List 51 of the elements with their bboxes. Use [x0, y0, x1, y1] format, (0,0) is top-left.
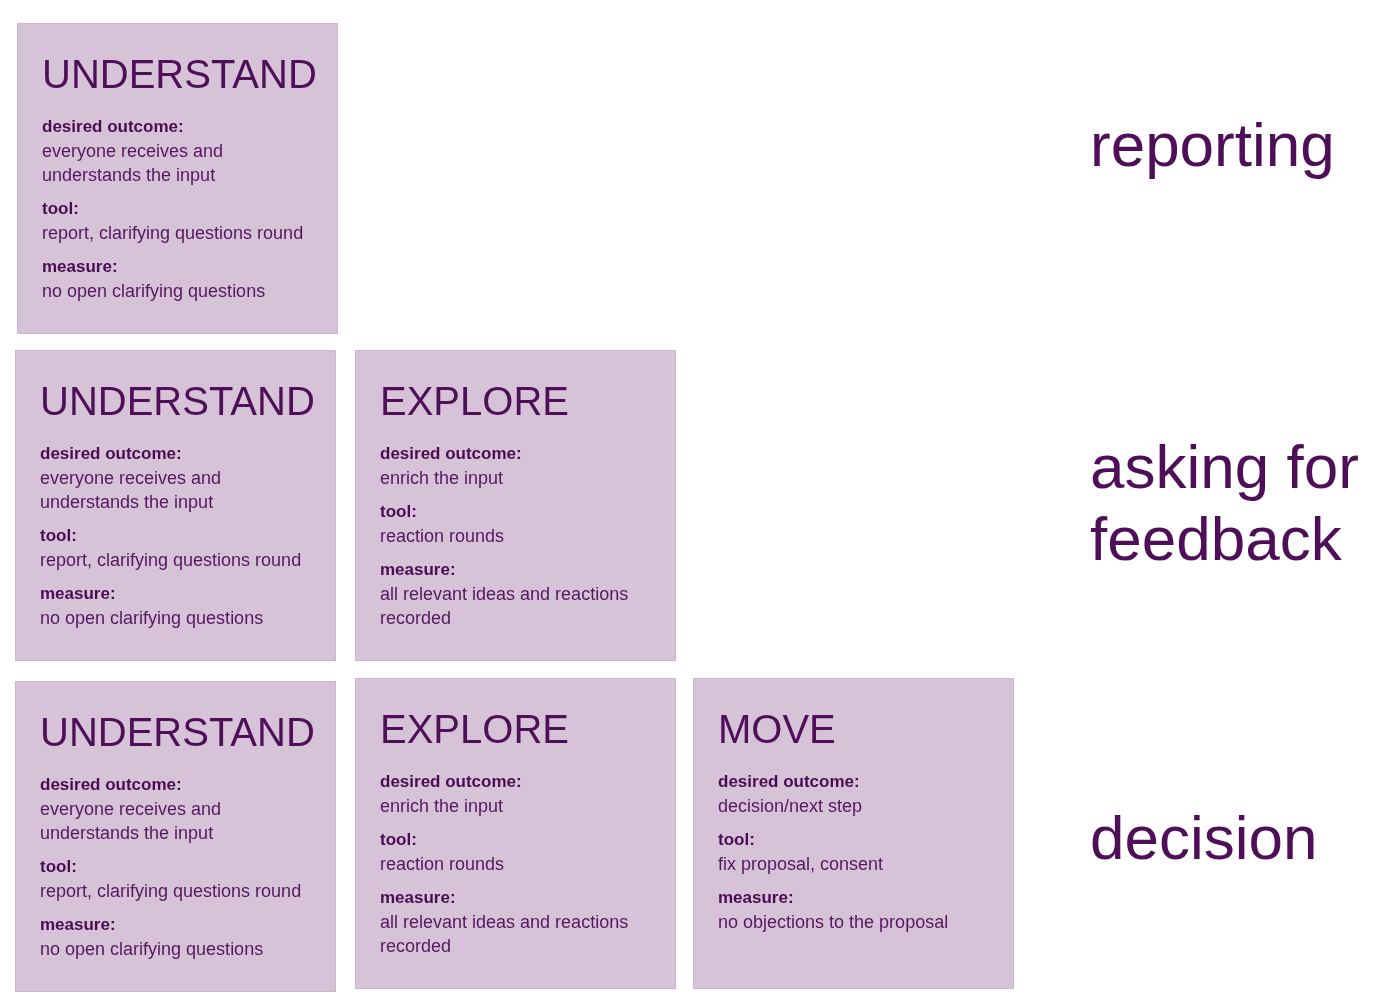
field-value: report, clarifying questions round: [42, 222, 304, 245]
field-label: measure:: [40, 914, 116, 936]
field-label: tool:: [40, 525, 77, 547]
phase-title: UNDERSTAND: [40, 378, 315, 425]
field-label: desired outcome:: [718, 771, 860, 793]
field-value: enrich the input: [380, 467, 504, 490]
field-value: everyone receives and understands the input: [40, 798, 223, 845]
field-value: fix proposal, consent: [718, 853, 884, 876]
field-value: enrich the input: [380, 795, 504, 818]
field-label: desired outcome:: [380, 771, 522, 793]
field-label: desired outcome:: [380, 443, 522, 465]
field-label: tool:: [380, 501, 417, 523]
field-label: measure:: [40, 583, 116, 605]
field-label: tool:: [42, 198, 79, 220]
field-value: reaction rounds: [380, 525, 505, 548]
field-value: decision/next step: [718, 795, 863, 818]
field-label: measure:: [380, 559, 456, 581]
phase-card: [693, 678, 1014, 989]
field-label: desired outcome:: [40, 443, 182, 465]
phase-title: UNDERSTAND: [42, 51, 317, 98]
field-value: no open clarifying questions: [40, 938, 264, 961]
phase-card: [15, 350, 336, 661]
field-label: measure:: [718, 887, 794, 909]
field-value: reaction rounds: [380, 853, 505, 876]
phase-title: MOVE: [718, 706, 836, 753]
field-value: no open clarifying questions: [40, 607, 264, 630]
field-label: measure:: [380, 887, 456, 909]
field-label: desired outcome:: [42, 116, 184, 138]
phase-title: EXPLORE: [380, 706, 569, 753]
field-value: all relevant ideas and reactions recorded: [380, 583, 630, 630]
field-label: tool:: [718, 829, 755, 851]
row-label: decision: [1090, 803, 1318, 872]
phase-title: UNDERSTAND: [40, 709, 315, 756]
field-value: report, clarifying questions round: [40, 880, 302, 903]
field-value: no objections to the proposal: [718, 911, 949, 934]
field-value: everyone receives and understands the input: [42, 140, 225, 187]
field-value: all relevant ideas and reactions recorded: [380, 911, 630, 958]
field-value: report, clarifying questions round: [40, 549, 302, 572]
phase-card: [17, 23, 338, 334]
phase-card: [355, 678, 676, 989]
field-value: everyone receives and understands the input: [40, 467, 223, 514]
row-label: reporting: [1090, 110, 1335, 179]
phase-card: [355, 350, 676, 661]
field-label: tool:: [40, 856, 77, 878]
field-label: desired outcome:: [40, 774, 182, 796]
field-label: measure:: [42, 256, 118, 278]
phase-title: EXPLORE: [380, 378, 569, 425]
field-label: tool:: [380, 829, 417, 851]
field-value: no open clarifying questions: [42, 280, 266, 303]
row-label: asking for feedback: [1090, 432, 1359, 573]
phase-card: [15, 681, 336, 992]
